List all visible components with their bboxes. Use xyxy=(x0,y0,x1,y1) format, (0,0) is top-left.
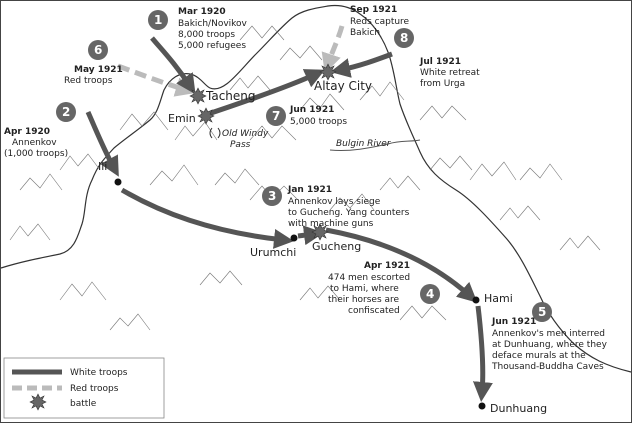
battle-markers xyxy=(189,63,337,241)
svg-text:Jun 1921: Jun 1921 xyxy=(289,105,334,115)
town-dot-ili xyxy=(114,178,122,186)
svg-text:Jul 1921: Jul 1921 xyxy=(419,57,461,67)
event-numbers: 1 2 3 4 5 6 7 8 xyxy=(56,10,552,322)
svg-text:474 men escorted: 474 men escorted xyxy=(328,273,410,283)
svg-text:at Dunhuang, where they: at Dunhuang, where they xyxy=(492,340,608,350)
place-emin: Emin xyxy=(168,112,196,125)
event-1-circle xyxy=(148,10,168,30)
svg-text:from Urga: from Urga xyxy=(420,79,465,89)
place-windy-pass-2: Pass xyxy=(230,140,251,150)
white-route-gucheng xyxy=(297,225,324,246)
svg-text:Red troops: Red troops xyxy=(64,76,113,86)
border-line xyxy=(0,4,632,373)
svg-text:Apr 1921: Apr 1921 xyxy=(364,261,410,271)
svg-text:Bakich: Bakich xyxy=(350,28,380,38)
event-6-number: 6 xyxy=(94,43,102,57)
event-3-number: 3 xyxy=(268,189,276,203)
event-8-number: 8 xyxy=(400,31,408,45)
svg-text:Thousand-Buddha Caves: Thousand-Buddha Caves xyxy=(491,362,604,372)
svg-text:Jun 1921: Jun 1921 xyxy=(491,317,536,327)
annotation-6: May 1921 Red troops xyxy=(64,65,123,86)
event-2-circle xyxy=(56,102,76,122)
svg-text:with machine guns: with machine guns xyxy=(288,219,374,229)
svg-text:Apr 1920: Apr 1920 xyxy=(4,127,50,137)
annotation-5: Jun 1921 Annenkov's men interred at Dunh… xyxy=(491,317,608,372)
white-route-8 xyxy=(330,51,393,78)
place-dunhuang: Dunhuang xyxy=(490,402,547,415)
town-dots xyxy=(114,178,486,410)
annotation-sep-1921: Sep 1921 Reds capture Bakich xyxy=(350,5,410,38)
svg-text:to Gucheng. Yang counters: to Gucheng. Yang counters xyxy=(288,208,410,218)
svg-text:5,000 troops: 5,000 troops xyxy=(290,117,347,127)
event-7-number: 7 xyxy=(272,109,280,123)
white-route-4 xyxy=(325,227,478,303)
svg-text:Annenkov's men interred: Annenkov's men interred xyxy=(492,329,605,339)
town-dot-urumchi xyxy=(290,234,298,242)
pass-icon xyxy=(209,127,221,139)
event-5-circle xyxy=(532,302,552,322)
svg-text:Reds capture: Reds capture xyxy=(350,17,410,27)
svg-text:Bakich/Novikov: Bakich/Novikov xyxy=(178,19,248,29)
battle-icon xyxy=(311,223,329,241)
place-ili: Ili xyxy=(98,160,107,173)
svg-text:confiscated: confiscated xyxy=(348,306,400,316)
annotation-8: Jul 1921 White retreat from Urga xyxy=(419,57,480,89)
event-5-number: 5 xyxy=(538,305,546,319)
event-4-circle xyxy=(420,284,440,304)
place-urumchi: Urumchi xyxy=(250,246,296,259)
place-tacheng: Tacheng xyxy=(205,89,256,103)
svg-text:to Hami, where: to Hami, where xyxy=(330,284,399,294)
svg-text:8,000 troops: 8,000 troops xyxy=(178,30,235,40)
event-6-circle xyxy=(88,40,108,60)
svg-text:Sep 1921: Sep 1921 xyxy=(350,5,397,15)
white-route-3 xyxy=(120,187,294,249)
event-2-number: 2 xyxy=(62,105,70,119)
battle-icon xyxy=(319,63,337,81)
event-1-number: 1 xyxy=(154,13,162,27)
svg-text:deface murals at the: deface murals at the xyxy=(492,351,586,361)
annotation-3: Jan 1921 Annenkov lays siege to Gucheng.… xyxy=(287,185,410,229)
bulgin-river xyxy=(329,139,421,151)
place-bulgin-river: Bulgin River xyxy=(336,139,392,149)
place-windy-pass-1: Old Windy xyxy=(222,129,269,139)
svg-text:White retreat: White retreat xyxy=(420,68,480,78)
town-dot-dunhuang xyxy=(478,402,486,410)
town-dot-hami xyxy=(472,296,480,304)
event-7-circle xyxy=(266,106,286,126)
annotation-1: Mar 1920 Bakich/Novikov 8,000 troops 5,0… xyxy=(178,7,248,51)
battle-icon xyxy=(189,87,207,105)
svg-text:their horses are: their horses are xyxy=(328,295,400,305)
legend: White troops Red troops battle xyxy=(3,357,165,419)
annotation-7: Jun 1921 5,000 troops xyxy=(289,105,347,127)
svg-text:May 1921: May 1921 xyxy=(74,65,123,75)
svg-text:5,000 refugees: 5,000 refugees xyxy=(178,41,246,51)
white-route-2 xyxy=(85,110,119,177)
mountains xyxy=(9,25,601,331)
event-4-number: 4 xyxy=(426,287,434,301)
event-8-circle xyxy=(394,28,414,48)
svg-text:Annenkov: Annenkov xyxy=(12,138,57,148)
svg-text:Annenkov lays siege: Annenkov lays siege xyxy=(288,197,381,207)
legend-white-label: White troops xyxy=(70,368,128,378)
red-route-sep xyxy=(321,25,345,74)
white-route-7 xyxy=(201,69,326,119)
place-altay: Altay City xyxy=(314,79,372,93)
legend-battle-icon xyxy=(29,393,47,411)
event-3-circle xyxy=(262,186,282,206)
legend-battle-label: battle xyxy=(70,399,97,409)
svg-text:Mar 1920: Mar 1920 xyxy=(178,7,226,17)
place-gucheng: Gucheng xyxy=(312,240,361,253)
legend-red-label: Red troops xyxy=(70,384,119,394)
white-route-5 xyxy=(472,305,493,402)
svg-text:(1,000 troops): (1,000 troops) xyxy=(4,149,68,159)
white-route-1 xyxy=(150,36,196,95)
place-hami: Hami xyxy=(484,292,513,305)
annotation-2: Apr 1920 Annenkov (1,000 troops) xyxy=(4,127,68,159)
annotation-4: Apr 1921 474 men escorted to Hami, where… xyxy=(328,261,410,316)
battle-icon xyxy=(197,107,215,125)
svg-text:Jan 1921: Jan 1921 xyxy=(287,185,332,195)
